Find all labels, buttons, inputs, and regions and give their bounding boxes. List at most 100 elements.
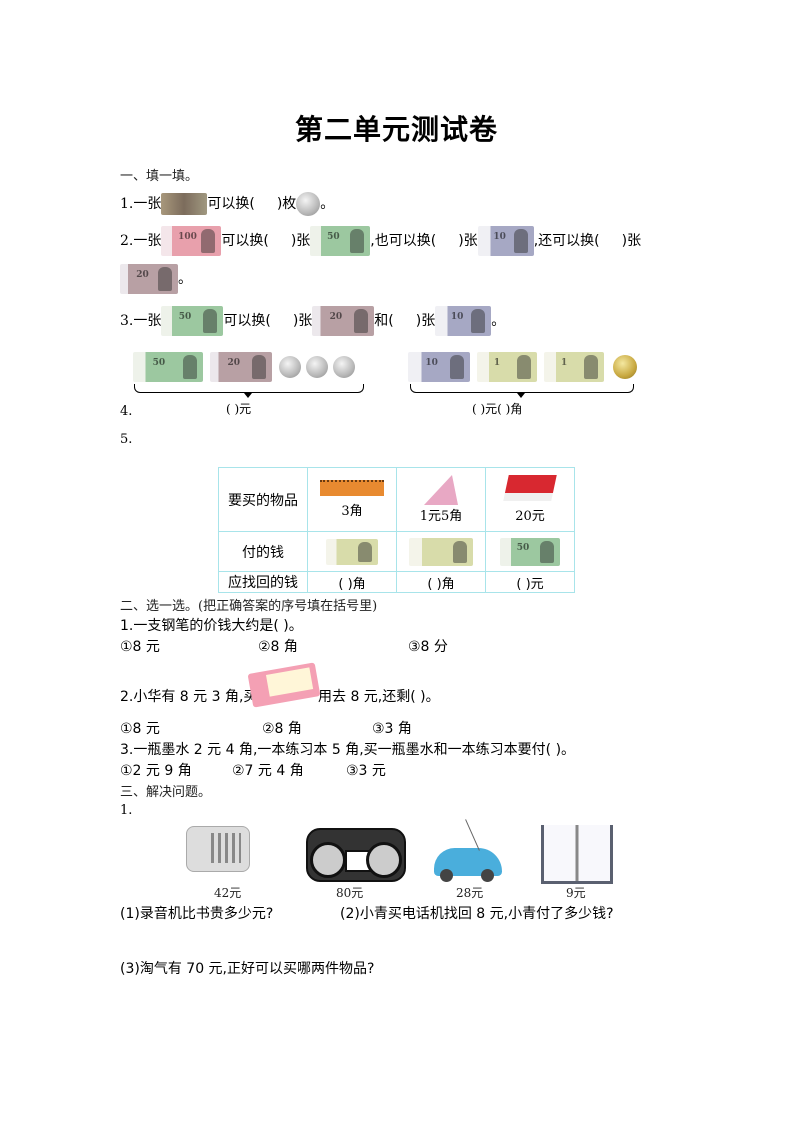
row-label-paid: 付的钱 xyxy=(218,531,308,572)
change-cell[interactable]: ( )元 xyxy=(485,571,575,593)
s3-sub3: (3)淘气有 70 元,正好可以买哪两件物品? xyxy=(120,961,375,977)
open-book-image xyxy=(541,825,613,884)
set-square-image xyxy=(424,475,458,505)
paid-cell: 50 xyxy=(485,531,575,572)
s1-q1: 1.一张 可以换( )枚 。 xyxy=(120,192,334,216)
q-text: 一张 xyxy=(133,196,162,212)
banknote-50-image: 50 xyxy=(310,226,371,256)
change-cell[interactable]: ( )角 xyxy=(307,571,397,593)
speaker xyxy=(310,842,346,878)
wheel xyxy=(440,869,453,882)
item-triangle: 1元5角 xyxy=(396,467,486,532)
pencil-case-pattern xyxy=(265,667,314,697)
item-ruler: 3角 xyxy=(307,467,397,532)
price-radio: 80元 xyxy=(336,886,364,900)
s2-q1-option-2[interactable]: ②8 角 xyxy=(258,639,298,655)
q-text: 可以换( xyxy=(207,196,255,212)
q-text: )张 xyxy=(415,313,436,329)
s2-q2-option-1[interactable]: ①8 元 xyxy=(120,721,160,737)
section3-heading: 三、解决问题。 xyxy=(120,785,212,800)
s2-q2-option-3[interactable]: ③3 角 xyxy=(372,721,412,737)
q-text: 可以换( xyxy=(223,313,271,329)
section1-heading: 一、填一填。 xyxy=(120,169,199,184)
s2-q1-option-3[interactable]: ③8 分 xyxy=(408,639,448,655)
q-text: )张 xyxy=(458,233,478,249)
banknote-1yuan-image xyxy=(326,538,378,565)
wheel xyxy=(481,869,494,882)
q-text: 可以换( xyxy=(221,233,269,249)
change-cell[interactable]: ( )角 xyxy=(396,571,486,593)
coin-1yuan-image xyxy=(279,356,302,378)
q-text: )张 xyxy=(290,233,311,249)
brace-tip xyxy=(244,393,252,398)
pencil-case-image xyxy=(247,662,321,708)
banknote-10-image: 10 xyxy=(477,226,534,256)
q4-answer1[interactable]: ( )元 xyxy=(226,402,252,416)
telephone-image xyxy=(186,826,250,872)
s2-q2-cont: 用去 8 元,还剩( )。 xyxy=(318,689,440,705)
q-text: 。 xyxy=(320,196,335,212)
q-number: 1. xyxy=(120,803,133,818)
section2-heading: 二、选一选。(把正确答案的序号填在括号里) xyxy=(120,599,378,614)
item-book: 20元 xyxy=(485,467,575,532)
q-text: 2.小华有 8 元 3 角,买 xyxy=(120,689,258,705)
q-number: 1. xyxy=(120,196,134,212)
row-label-items: 要买的物品 xyxy=(218,467,308,532)
q-text: )枚 xyxy=(276,196,297,212)
q-text: 一张 xyxy=(133,233,162,249)
coin-1jiao-image xyxy=(296,192,321,216)
q-text: 一张 xyxy=(133,313,162,329)
coin-1yuan-image xyxy=(306,356,329,378)
q-text: )张 xyxy=(621,233,642,249)
s2-q3-option-1[interactable]: ①2 元 9 角 xyxy=(120,763,192,779)
banknote-1yuan-image: 1 xyxy=(477,352,538,382)
banknote-10-image: 10 xyxy=(408,352,470,382)
s2-q2-option-2[interactable]: ②8 角 xyxy=(262,721,302,737)
s2-q3-option-2[interactable]: ②7 元 4 角 xyxy=(232,763,304,779)
q-text: 。 xyxy=(491,313,506,329)
coin-5jiao-image xyxy=(613,355,638,379)
car-antenna xyxy=(465,819,480,851)
banknote-1yuan-x2-image xyxy=(409,537,473,566)
banknote-5jiao-image xyxy=(161,193,208,215)
ruler-image xyxy=(320,480,384,496)
item-price: 20元 xyxy=(515,509,545,524)
paid-cell xyxy=(307,531,397,572)
speaker xyxy=(366,842,402,878)
q-text: )张 xyxy=(292,313,313,329)
banknote-10-image: 10 xyxy=(435,306,492,336)
row-label-change: 应找回的钱 xyxy=(218,571,308,593)
price-book: 9元 xyxy=(566,886,586,900)
s2-q3-option-3[interactable]: ③3 元 xyxy=(346,763,386,779)
q-number: 5. xyxy=(120,432,133,447)
q-number: 4. xyxy=(120,404,133,419)
s3-sub1: (1)录音机比书贵多少元? xyxy=(120,906,274,922)
q4-answer2[interactable]: ( )元( )角 xyxy=(472,402,523,416)
banknote-50-image: 50 xyxy=(161,306,224,336)
q-text: ,也可以换( xyxy=(370,233,437,249)
s2-q1-option-1[interactable]: ①8 元 xyxy=(120,639,160,655)
brace xyxy=(410,384,634,393)
s2-q1: 1.一支钢笔的价钱大约是( )。 xyxy=(120,618,303,634)
banknote-20-image: 20 xyxy=(120,264,178,294)
brace-tip xyxy=(517,393,525,398)
banknote-50-image: 50 xyxy=(133,352,203,382)
s1-q2-cont: 20。 xyxy=(120,264,192,294)
q-number: 3. xyxy=(120,313,134,329)
q-number: 2. xyxy=(120,233,134,249)
banknote-20-image: 20 xyxy=(210,352,273,382)
banknote-50-image: 50 xyxy=(500,537,560,566)
s3-sub2: (2)小青买电话机找回 8 元,小青付了多少钱? xyxy=(340,906,614,922)
s1-q4-group1: 50 20 xyxy=(133,352,356,382)
q-text: 。 xyxy=(178,271,192,287)
banknote-1yuan-image: 1 xyxy=(544,352,605,382)
s1-q4-group2: 10 1 1 xyxy=(408,352,638,382)
s2-q2: 2.小华有 8 元 3 角,买 xyxy=(120,686,257,706)
price-telephone: 42元 xyxy=(214,886,242,900)
brace xyxy=(134,384,364,393)
toy-car-image xyxy=(434,848,502,882)
page-title: 第二单元测试卷 xyxy=(294,113,498,146)
s2-q3: 3.一瓶墨水 2 元 4 角,一本练习本 5 角,买一瓶墨水和一本练习本要付( … xyxy=(120,742,576,758)
